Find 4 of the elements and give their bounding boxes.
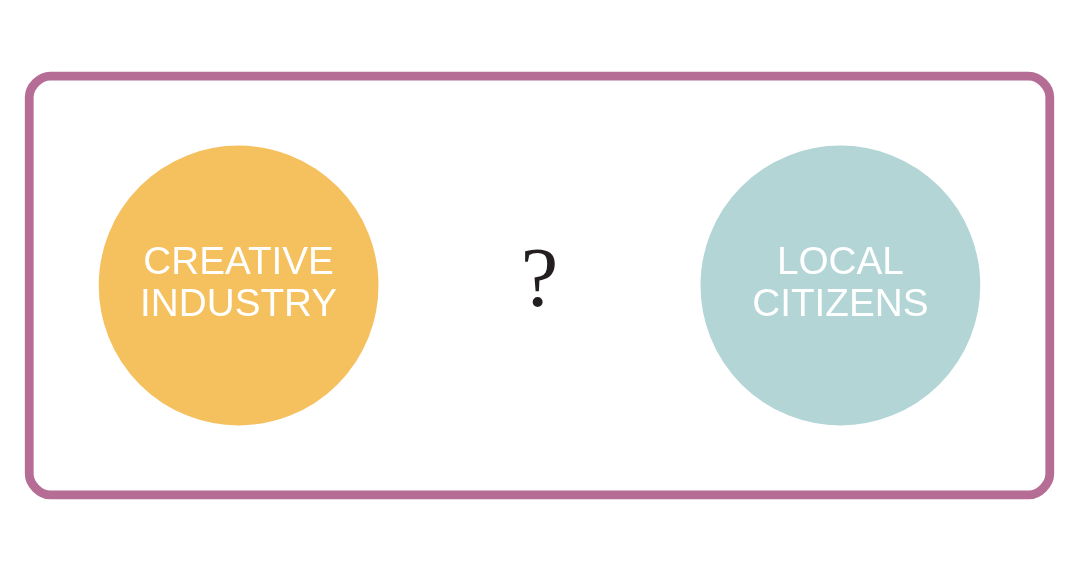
cluster: [24, 71, 1055, 500]
label: ?: [520, 231, 559, 325]
node-circle: CREATIVE INDUSTRY: [98, 145, 379, 426]
node-circle: LOCAL CITIZENS: [700, 145, 981, 426]
